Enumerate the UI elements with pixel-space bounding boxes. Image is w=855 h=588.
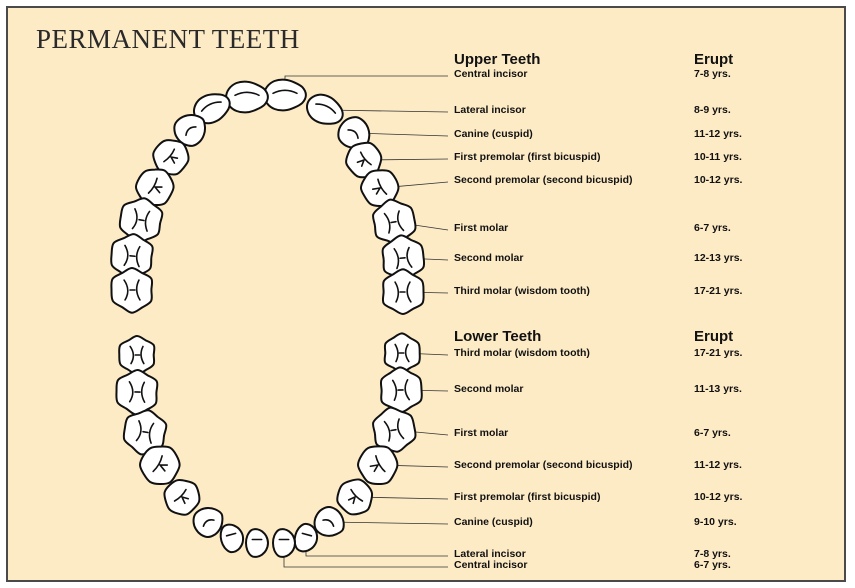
- lower-right-tooth-2: [380, 367, 422, 413]
- upper-right-tooth-1: [264, 80, 306, 111]
- lower-right-tooth-1: [385, 333, 420, 372]
- upper-leader-1: [285, 76, 448, 95]
- tooth-outline: [226, 82, 268, 113]
- tooth-outline: [264, 80, 306, 111]
- tooth-outline: [273, 529, 295, 557]
- lower-left-tooth-8: [246, 529, 268, 557]
- upper-left-tooth-8: [111, 268, 152, 313]
- upper-leader-2: [325, 110, 448, 112]
- upper-left-tooth-1: [226, 82, 268, 113]
- lower-leader-6: [329, 522, 448, 524]
- lower-right-tooth-8: [273, 529, 295, 557]
- lower-leader-7: [306, 538, 448, 556]
- tooth-outline: [246, 529, 268, 557]
- lower-left-tooth-1: [119, 336, 154, 375]
- upper-right-tooth-8: [383, 269, 424, 314]
- teeth: [109, 80, 425, 557]
- lower-left-tooth-2: [116, 369, 158, 415]
